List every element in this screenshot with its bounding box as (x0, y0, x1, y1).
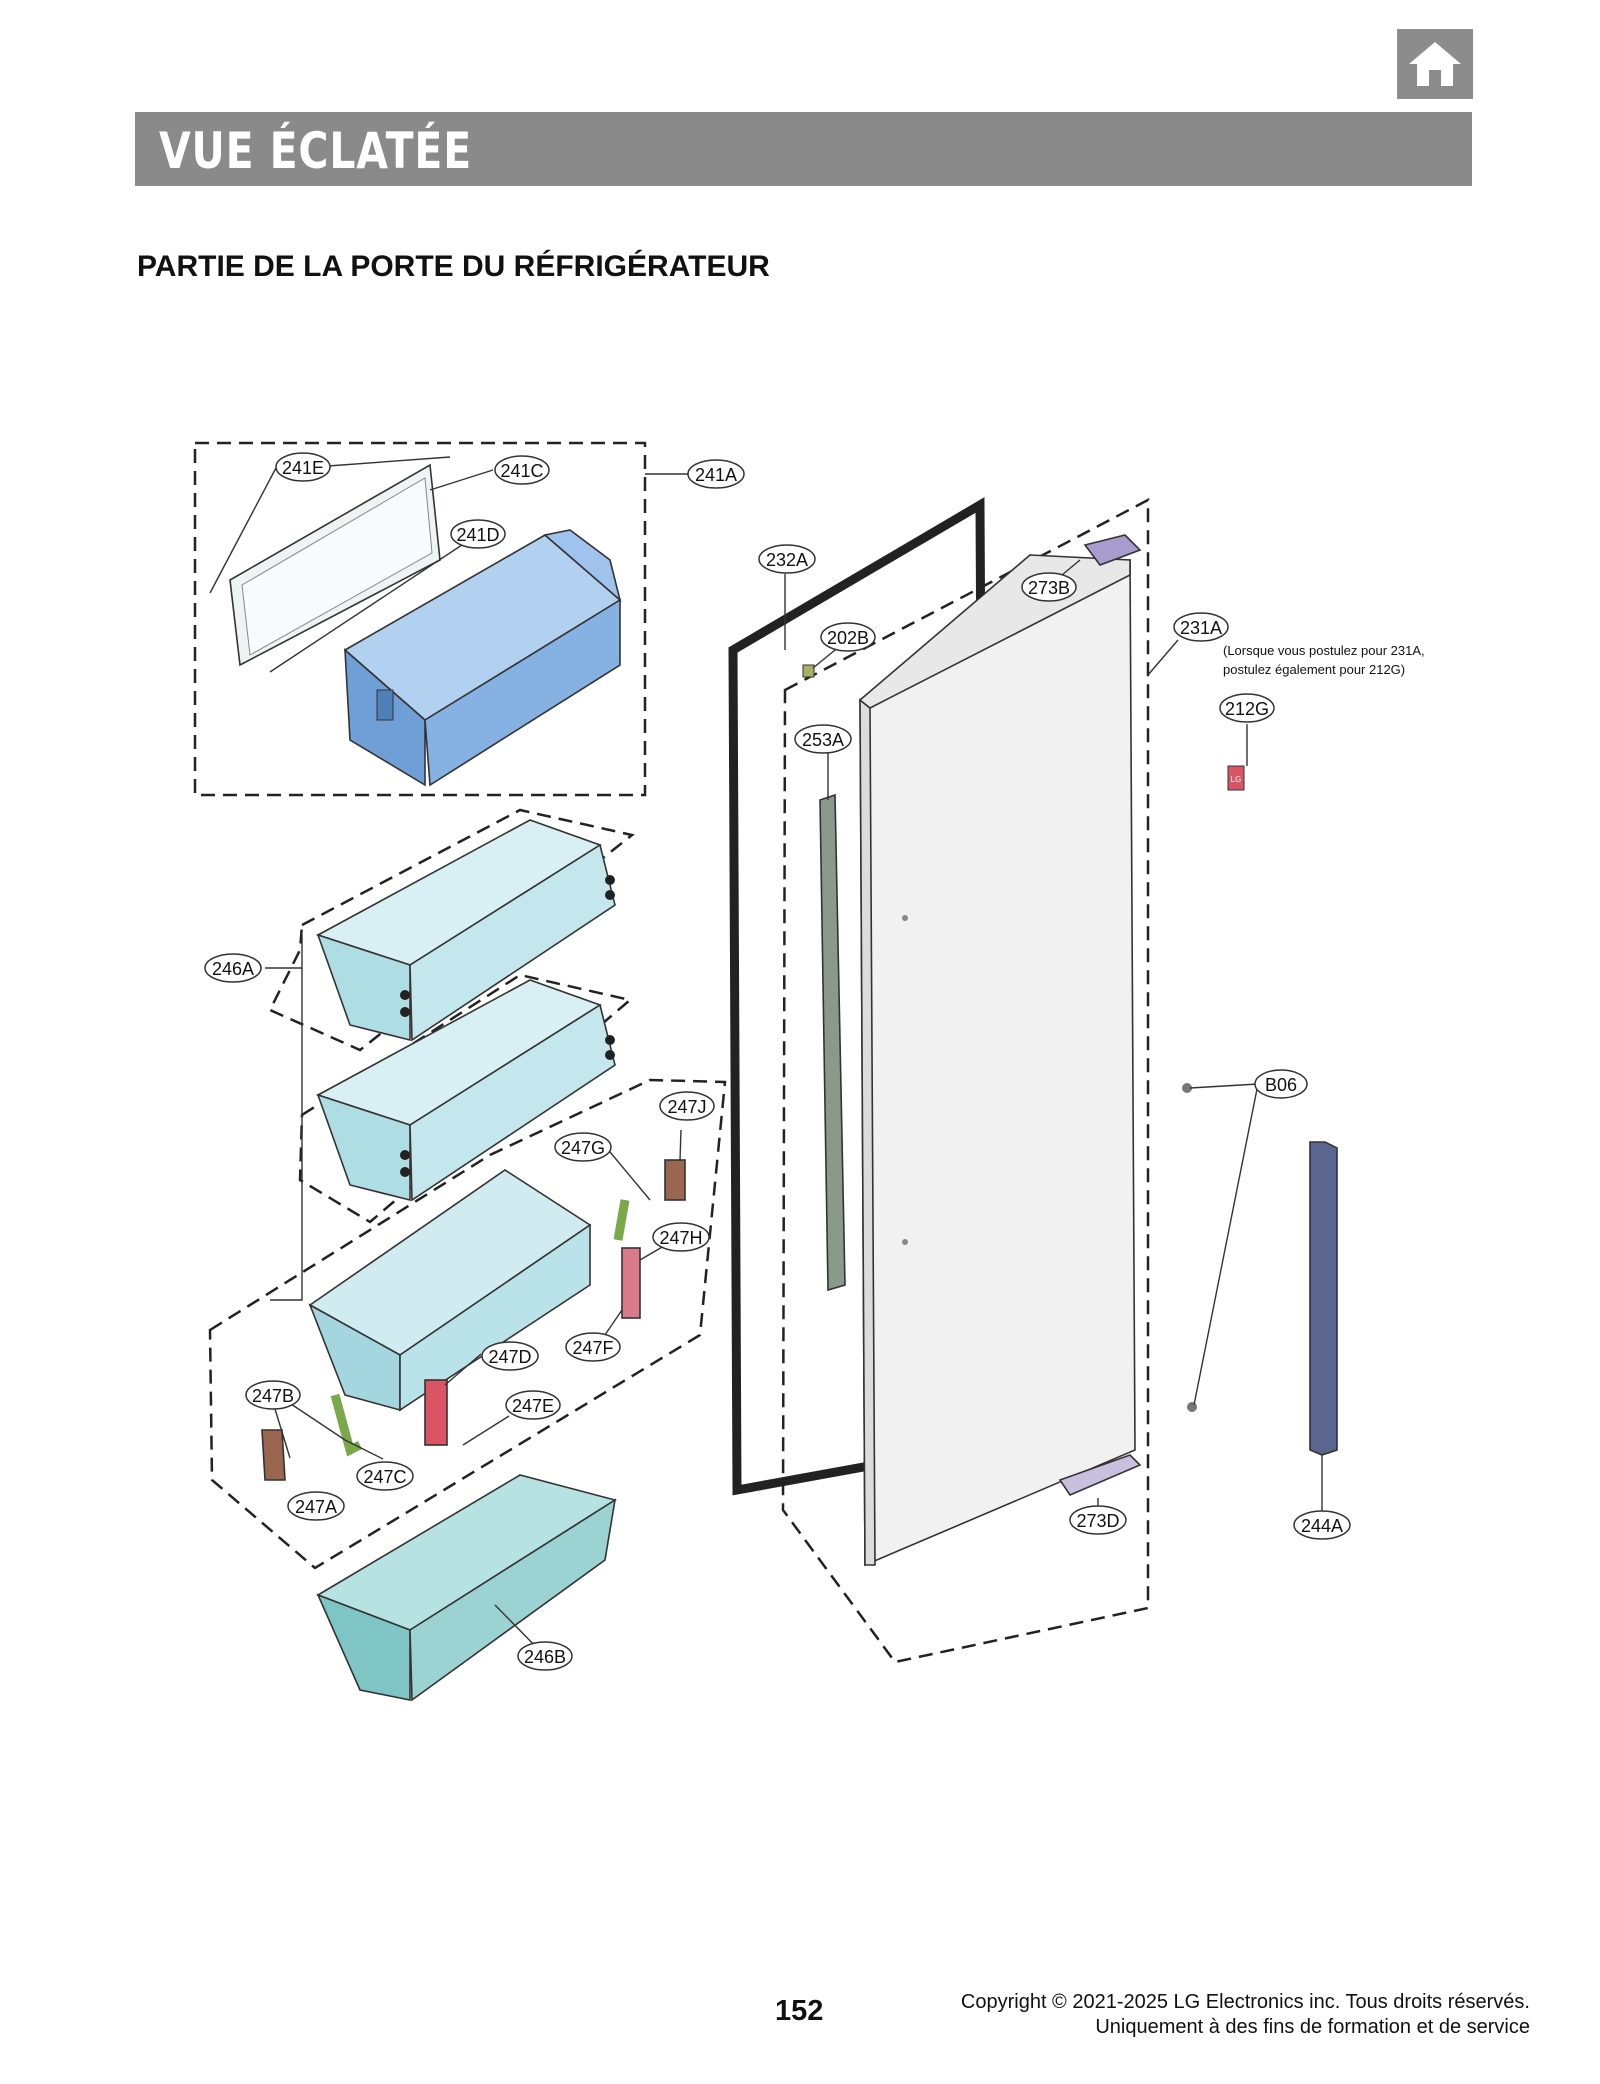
callout-247H: 247H (652, 1222, 710, 1252)
callout-label-231A: 231A (1180, 618, 1222, 638)
callout-232A: 232A (758, 544, 816, 574)
callout-212G: 212G (1219, 693, 1275, 723)
callout-label-B06: B06 (1265, 1075, 1297, 1095)
copyright: Copyright © 2021-2025 LG Electronics inc… (961, 1990, 1530, 2040)
crisper-bin-241D (343, 529, 622, 787)
callout-231A: 231A (1173, 612, 1229, 642)
callout-label-247B: 247B (252, 1386, 294, 1406)
callout-label-241D: 241D (456, 525, 499, 545)
emblem-text: LG (1231, 775, 1242, 784)
callout-241E: 241E (275, 452, 331, 482)
callout-label-202B: 202B (827, 628, 869, 648)
leader-lines (209, 456, 1323, 1657)
callout-label-253A: 253A (802, 730, 844, 750)
callout-B06: B06 (1254, 1069, 1308, 1099)
callout-label-247J: 247J (667, 1097, 706, 1117)
callout-241D: 241D (450, 519, 506, 549)
callout-247J: 247J (659, 1091, 715, 1121)
callout-247E: 247E (505, 1390, 561, 1420)
section-title: PARTIE DE LA PORTE DU RÉFRIGÉRATEUR (137, 250, 770, 283)
callout-label-246B: 246B (524, 1647, 566, 1667)
callout-label-247D: 247D (488, 1347, 531, 1367)
callouts: 241E 241C 241D 241A 232A 202B 253A 273B … (204, 452, 1351, 1671)
callout-241A: 241A (687, 459, 745, 489)
callout-label-247A: 247A (295, 1497, 337, 1517)
home-icon (1409, 42, 1461, 86)
callout-label-232A: 232A (766, 550, 808, 570)
copyright-line-2: Uniquement à des fins de formation et de… (1095, 2016, 1530, 2038)
callout-247F: 247F (565, 1332, 621, 1362)
callout-247C: 247C (356, 1461, 414, 1491)
door-bin-246A-upper (315, 819, 616, 1042)
callout-247B: 247B (245, 1380, 301, 1410)
callout-label-241C: 241C (500, 461, 543, 481)
callout-label-241A: 241A (695, 465, 737, 485)
callout-label-273D: 273D (1076, 1511, 1119, 1531)
door-bin-246B (316, 1474, 617, 1702)
callout-246A: 246A (204, 953, 262, 983)
part-202B (802, 664, 815, 678)
page-number: 152 (775, 1995, 824, 2027)
callout-241C: 241C (494, 455, 550, 485)
callout-247D: 247D (481, 1341, 539, 1371)
door-bin-246A-lower (315, 979, 616, 1202)
callout-246B: 246B (517, 1641, 573, 1671)
callout-label-247F: 247F (572, 1338, 613, 1358)
page-title: VUE ÉCLATÉE (159, 122, 473, 180)
callout-273D: 273D (1069, 1505, 1127, 1535)
copyright-line-1: Copyright © 2021-2025 LG Electronics inc… (960, 1991, 1530, 2013)
note-231A: (Lorsque vous postulez pour 231A, postul… (1223, 643, 1425, 677)
group-outlines (193, 441, 1150, 1664)
callout-label-247E: 247E (512, 1396, 554, 1416)
part-253A (819, 793, 846, 1292)
callout-253A: 253A (794, 724, 852, 754)
screws-B06 (1182, 1083, 1197, 1412)
title-banner: VUE ÉCLATÉE (135, 112, 1472, 186)
handle-244A (1309, 1141, 1338, 1456)
callout-label-244A: 244A (1301, 1516, 1343, 1536)
door-bin-247-assembly (308, 1169, 592, 1412)
emblem-212G: LG (1227, 765, 1245, 791)
note-231A-line1: (Lorsque vous postulez pour 231A, (1223, 643, 1425, 658)
callout-label-247G: 247G (561, 1138, 605, 1158)
callout-273B: 273B (1021, 572, 1077, 602)
callout-label-246A: 246A (212, 959, 254, 979)
hinge-273D (1058, 1454, 1142, 1496)
callout-label-247C: 247C (363, 1467, 406, 1487)
callout-247A: 247A (287, 1491, 345, 1521)
door-panel-231A (858, 554, 1136, 1567)
callout-247G: 247G (554, 1132, 612, 1162)
callout-202B: 202B (820, 622, 876, 652)
hinge-273B (1083, 534, 1142, 566)
hinge-parts-247 (261, 1159, 686, 1481)
note-231A-line2: postulez également pour 212G) (1223, 662, 1405, 677)
callout-244A: 244A (1293, 1510, 1351, 1540)
callout-label-241E: 241E (282, 458, 324, 478)
callout-label-273B: 273B (1028, 578, 1070, 598)
callout-label-212G: 212G (1225, 699, 1269, 719)
callout-label-247H: 247H (659, 1228, 702, 1248)
home-button[interactable] (1397, 29, 1473, 99)
